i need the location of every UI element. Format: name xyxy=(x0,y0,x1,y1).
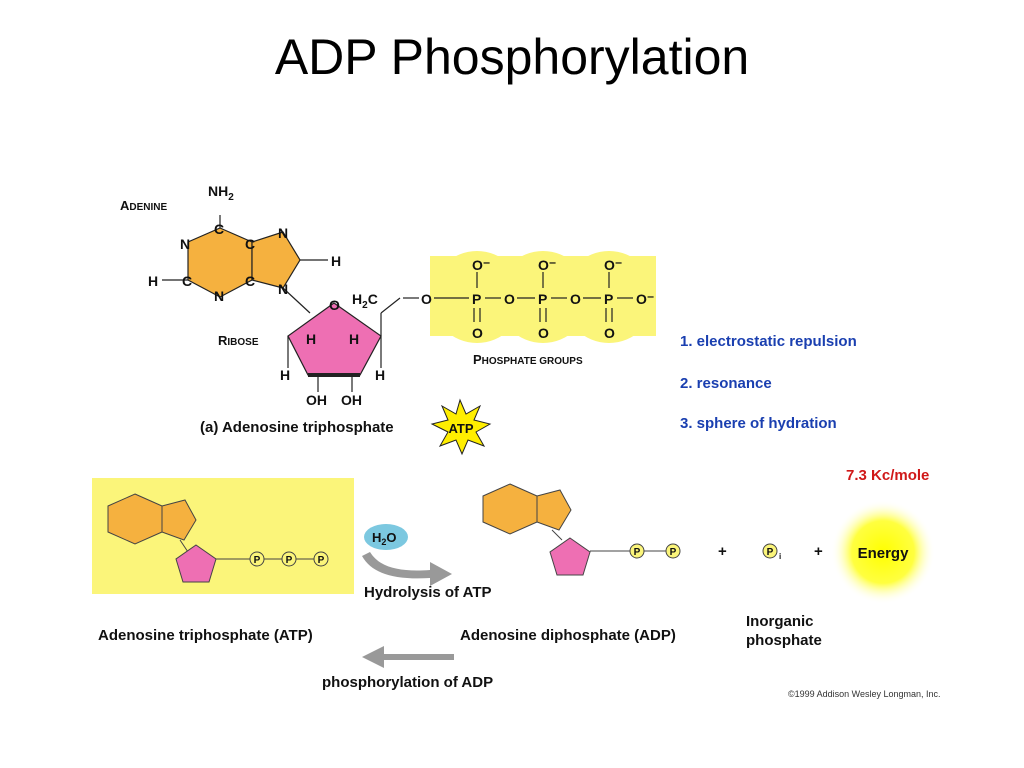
phosphate-symbol: P xyxy=(254,555,261,566)
energy-glow xyxy=(831,500,935,604)
phosphate-circle-icon xyxy=(629,543,645,559)
atom-n: N xyxy=(278,225,288,241)
adp-ribose-pentagon xyxy=(549,537,591,576)
atom-h: H xyxy=(331,253,341,269)
atp-adenine-pentagon xyxy=(161,499,197,541)
atom-h: H xyxy=(306,331,316,347)
inorganic-phosphate-label: phosphate xyxy=(746,632,822,649)
phosphate-symbol: P xyxy=(318,555,325,566)
ring-oxygen: O xyxy=(329,297,340,313)
nh2-atom: NH2 xyxy=(208,183,234,203)
phosphate-bonds xyxy=(403,272,633,322)
double-bond-oxygen: O xyxy=(472,325,483,341)
atom-c: C xyxy=(214,221,224,237)
phosphorus: P xyxy=(472,291,481,307)
plus-sign: + xyxy=(814,543,823,560)
terminal-oxygen: O⁻ xyxy=(636,291,654,307)
double-bond-oxygen: O xyxy=(538,325,549,341)
atom-h: H xyxy=(375,367,385,383)
phosphate-circle-icon xyxy=(281,551,297,567)
slide-title: ADP Phosphorylation xyxy=(274,29,750,85)
double-bond-oxygen: O xyxy=(604,325,615,341)
oxygen-minus: O⁻ xyxy=(538,257,556,273)
pi-subscript: i xyxy=(779,552,781,561)
copyright: ©1999 Addison Wesley Longman, Inc. xyxy=(788,689,941,699)
energy-value: 7.3 Kc/mole xyxy=(846,467,929,484)
phosphate-circle-icon xyxy=(249,551,265,567)
atom-n: N xyxy=(180,236,190,252)
structure-caption: (a) Adenosine triphosphate xyxy=(200,419,394,436)
phosphorus: P xyxy=(538,291,547,307)
adenine-five-ring xyxy=(251,231,301,289)
factor-resonance: 2. resonance xyxy=(680,375,772,392)
phosphate-circle-icon xyxy=(313,551,329,567)
hydroxyl: OH xyxy=(306,392,327,408)
inorganic-phosphate-icon xyxy=(762,543,778,559)
phosphorylation-label: phosphorylation of ADP xyxy=(322,674,493,691)
phosphorylation-arrow-icon xyxy=(362,646,454,668)
atom-h: H xyxy=(280,367,290,383)
phosphate-groups-label: PHOSPHATE GROUPS xyxy=(473,352,583,367)
factor-electrostatic: 1. electrostatic repulsion xyxy=(680,333,857,350)
bridge-oxygen: O xyxy=(504,291,515,307)
atom-c: C xyxy=(182,273,192,289)
ribose-label: RIBOSE xyxy=(218,333,259,348)
adp-label: Adenosine diphosphate (ADP) xyxy=(460,627,676,644)
atp-label: Adenosine triphosphate (ATP) xyxy=(98,627,313,644)
oxygen-minus: O⁻ xyxy=(604,257,622,273)
phosphate-symbol: P xyxy=(286,555,293,566)
adenine-label: ADENINE xyxy=(120,198,168,213)
atp-ribose-pentagon xyxy=(175,544,217,583)
energy-label: Energy xyxy=(858,545,910,562)
atom-n: N xyxy=(278,281,288,297)
atom-n: N xyxy=(214,288,224,304)
phosphate-symbol: P xyxy=(634,547,641,558)
plus-sign: + xyxy=(718,543,727,560)
hydrolysis-arrow-icon xyxy=(362,552,452,586)
bridge-oxygen: O xyxy=(421,291,432,307)
inorganic-phosphate-label: Inorganic xyxy=(746,613,814,630)
ribose-ring xyxy=(287,302,382,376)
adenine-six-ring xyxy=(187,227,253,298)
atp-badge: ATP xyxy=(448,421,473,436)
water-label: H2O xyxy=(372,530,397,547)
phosphate-symbol: P xyxy=(767,547,774,558)
hydroxyl: OH xyxy=(341,392,362,408)
factor-hydration: 3. sphere of hydration xyxy=(680,415,837,432)
phosphate-symbol: P xyxy=(670,547,677,558)
atom-h: H xyxy=(148,273,158,289)
phosphate-circle-icon xyxy=(665,543,681,559)
water-drop-icon xyxy=(364,524,408,550)
atom-c: C xyxy=(245,236,255,252)
phosphorus: P xyxy=(604,291,613,307)
atom-h: H xyxy=(349,331,359,347)
adp-adenine-pentagon xyxy=(536,489,572,531)
atp-starburst-icon xyxy=(430,398,492,456)
bridge-oxygen: O xyxy=(570,291,581,307)
adp-adenine-hexagon xyxy=(482,483,538,535)
oxygen-minus: O⁻ xyxy=(472,257,490,273)
phosphate-groups-background xyxy=(430,251,656,343)
atom-c: C xyxy=(245,273,255,289)
h2c-group: H2C xyxy=(352,291,378,311)
hydrolysis-label: Hydrolysis of ATP xyxy=(364,584,492,601)
